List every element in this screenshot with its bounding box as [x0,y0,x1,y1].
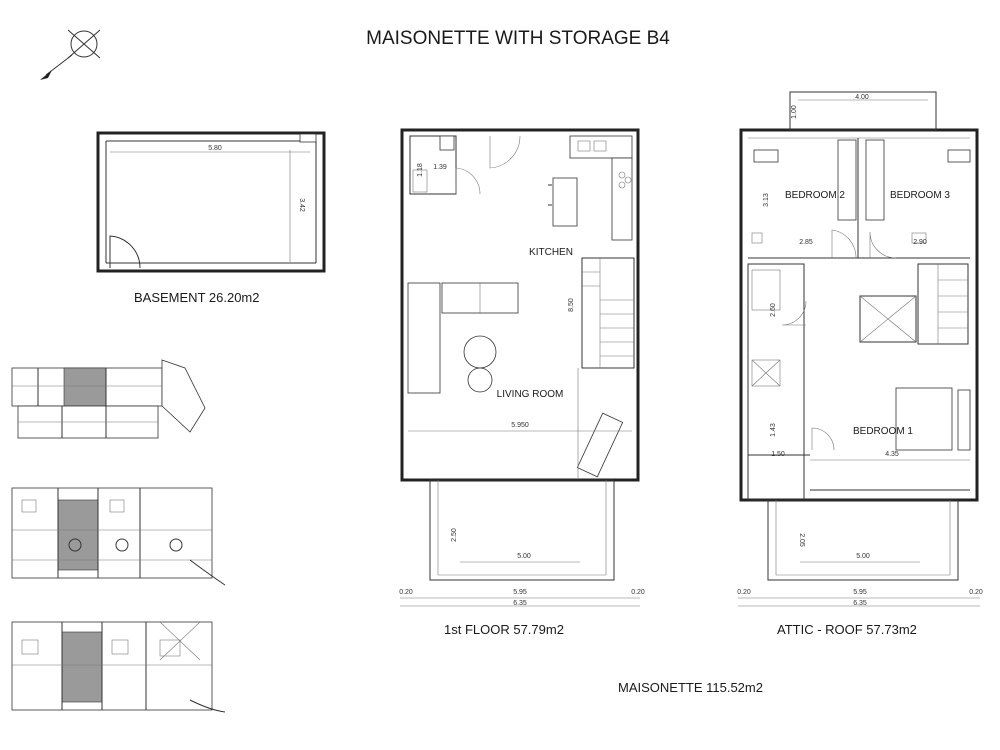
f1-bottom-left-dim: 0.20 [399,589,413,596]
attic-bottom-mid-dim: 5.95 [853,589,867,596]
basement-plan: 5.80 3.42 [96,131,326,273]
attic-bottom-right-dim: 0.20 [969,589,983,596]
page-title: MAISONETTE WITH STORAGE B4 [366,28,670,49]
bedroom-3-label: BEDROOM 3 [890,190,950,201]
f1-wc-width-dim: 1.39 [433,164,447,171]
key-plan-1 [11,359,206,439]
attic-wc-height-dim: 1.43 [770,423,777,437]
attic-total-dim: 6.35 [853,600,867,607]
kitchen-label: KITCHEN [529,247,573,258]
attic-wc-width-dim: 1.50 [771,451,785,458]
bedroom-1-label: BEDROOM 1 [853,426,913,437]
attic-caption: ATTIC - ROOF 57.73m2 [777,622,917,637]
first-floor-caption: 1st FLOOR 57.79m2 [444,622,564,637]
attic-plan [738,91,980,607]
f1-balcony-depth-dim: 2.50 [451,528,458,542]
attic-bed3-width-dim: 2.90 [913,239,927,246]
basement-width-dim: 5.80 [208,145,222,152]
attic-terrace-depth-dim: 2.05 [798,533,805,547]
basement-caption: BASEMENT 26.20m2 [134,290,259,305]
basement-depth-dim: 3.42 [298,198,305,212]
f1-bottom-mid-dim: 5.95 [513,589,527,596]
attic-bed1-width-dim: 4.35 [885,451,899,458]
first-floor-plan [400,128,640,607]
living-room-label: LIVING ROOM [497,389,564,400]
attic-bath-height-dim: 2.60 [770,303,777,317]
f1-bottom-right-dim: 0.20 [631,589,645,596]
f1-wc-height-dim: 1.18 [417,163,424,177]
attic-bed2-width-dim: 2.85 [799,239,813,246]
f1-living-width-dim: 5.950 [511,422,529,429]
attic-top-width-dim: 4.00 [855,94,869,101]
f1-stair-dim: 8.50 [568,298,575,312]
attic-top-depth-dim: 1.00 [791,105,798,119]
key-plan-3 [11,621,226,713]
maisonette-total-caption: MAISONETTE 115.52m2 [618,680,763,695]
f1-total-dim: 6.35 [513,600,527,607]
f1-balcony-width-dim: 5.00 [517,553,531,560]
key-plan-2 [11,487,226,586]
north-arrow-icon [40,29,101,80]
attic-bottom-left-dim: 0.20 [737,589,751,596]
bedroom-2-label: BEDROOM 2 [785,190,845,201]
attic-terrace-width-dim: 5.00 [856,553,870,560]
attic-bed2-height-dim: 3.13 [763,193,770,207]
